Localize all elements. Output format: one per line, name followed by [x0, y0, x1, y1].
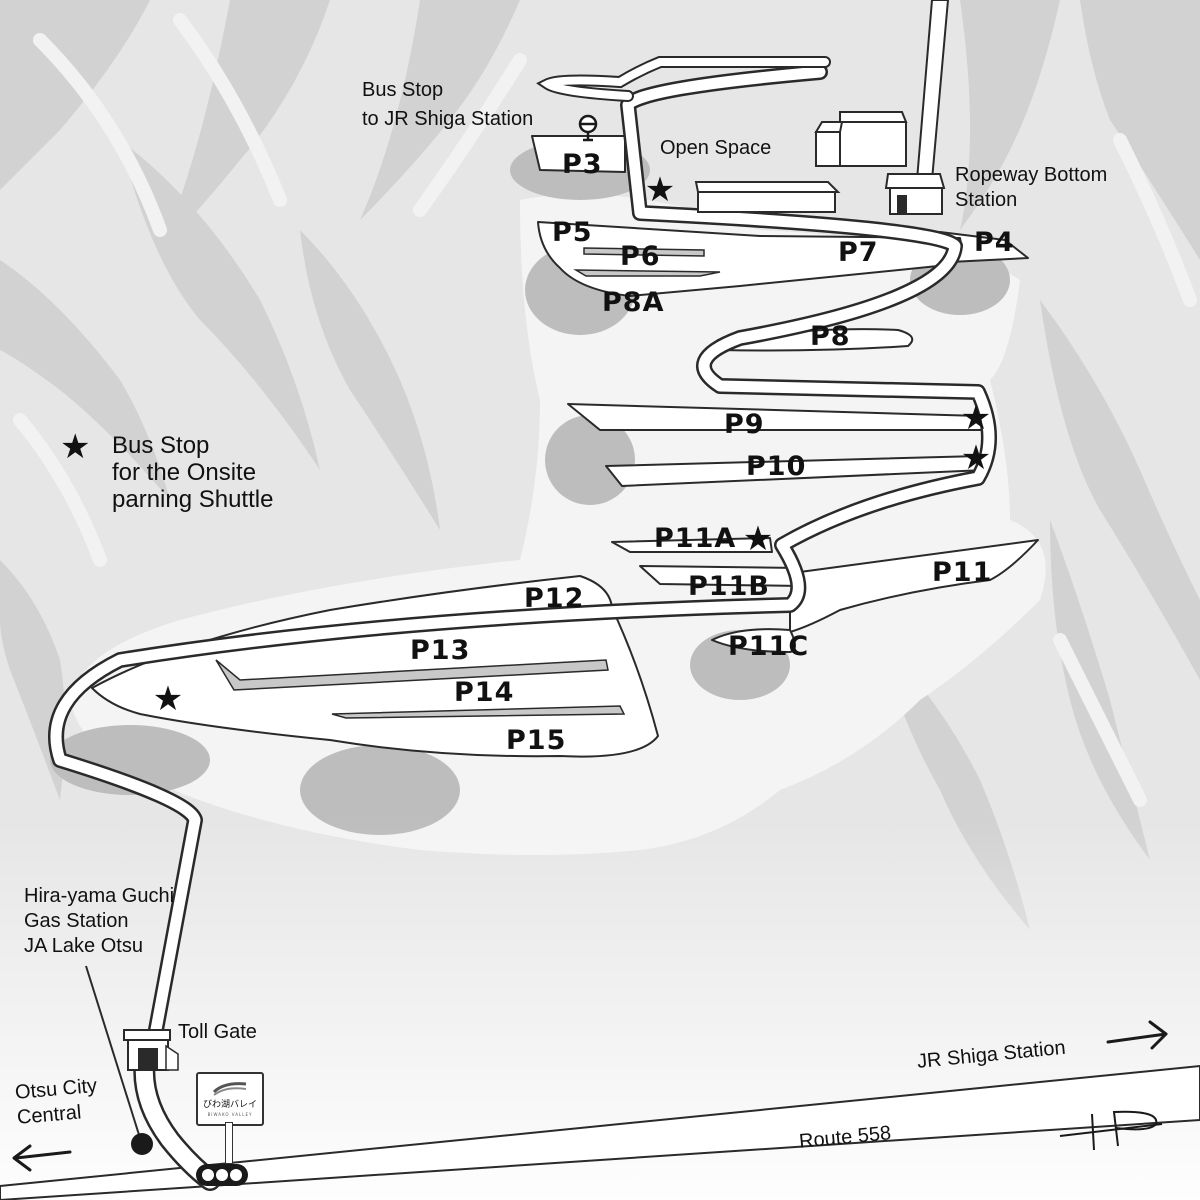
lot-label-p15: P15	[506, 725, 567, 756]
star-icon: ★	[961, 398, 991, 438]
mountain-streaks	[13, 13, 1197, 807]
star-icon: ★	[743, 519, 773, 559]
bus-stop-icon	[578, 114, 598, 142]
lot-label-p8a: P8A	[602, 287, 665, 318]
upper-loop-road-fill	[540, 58, 829, 100]
sign-subtext: BIWAKO VALLEY	[207, 1112, 253, 1117]
gas-station-pointer-line	[85, 965, 141, 1139]
ropeway-label-line2: Station	[955, 189, 1018, 211]
lot-label-p13: P13	[410, 635, 471, 666]
bus-stop-jr-label-line1: Bus Stop	[362, 79, 444, 101]
star-icon: ★	[60, 428, 91, 466]
lot-shadows	[50, 140, 1010, 835]
lot-label-p4: P4	[974, 227, 1015, 258]
lot-label-p12: P12	[524, 583, 585, 614]
dot-marker-icon	[131, 1133, 153, 1155]
lot-label-p5: P5	[552, 217, 593, 248]
lot-p11	[789, 539, 1039, 633]
road-to-route-fill	[135, 1051, 219, 1189]
lot-label-p11: P11	[932, 557, 993, 588]
biwako-valley-sign: びわ湖バレイ BIWAKO VALLEY	[196, 1072, 264, 1126]
lot-label-p11a: P11A	[654, 523, 737, 554]
buildings	[694, 111, 946, 215]
star-icon: ★	[153, 679, 183, 719]
north-arrow-icon	[1059, 1110, 1163, 1151]
route-558-road	[0, 1064, 1200, 1200]
lot-label-p7: P7	[838, 237, 879, 268]
lot-islands	[215, 247, 721, 719]
traffic-light-icon	[196, 1164, 248, 1186]
arrow-left-icon	[12, 1144, 72, 1172]
access-road-fill	[50, 66, 995, 1041]
legend-line2: for the Onsite	[112, 459, 257, 486]
ropeway-label-line1: Ropeway Bottom	[955, 164, 1108, 186]
long-shed-roof	[694, 181, 841, 193]
shuttle-stops: ★ ★ ★ ★ ★	[153, 170, 991, 719]
wave-logo-icon	[212, 1082, 247, 1096]
gas-station-label-line3: JA Lake Otsu	[24, 935, 143, 957]
star-icon: ★	[961, 438, 991, 478]
toll-gate-icon	[123, 1029, 179, 1071]
lot-label-p10: P10	[746, 451, 807, 482]
lodge-building	[814, 111, 908, 167]
gas-station-label-line2: Gas Station	[24, 910, 129, 932]
legend-line3: parning Shuttle	[112, 486, 274, 513]
lot-label-p6: P6	[620, 241, 661, 272]
star-icon: ★	[645, 170, 675, 210]
lot-label-p3: P3	[562, 149, 603, 180]
open-space-label: Open Space	[660, 137, 772, 159]
toll-gate-label: Toll Gate	[178, 1021, 257, 1043]
long-shed	[697, 189, 836, 213]
lot-label-p14: P14	[454, 677, 515, 708]
lot-p3	[531, 135, 626, 173]
ropeway-station-roof	[884, 173, 946, 189]
bus-stop-jr-label-line2: to JR Shiga Station	[362, 108, 534, 130]
lot-label-p11b: P11B	[688, 571, 770, 602]
lot-label-p8: P8	[810, 321, 851, 352]
lot-label-p9: P9	[724, 409, 765, 440]
lot-label-p11c: P11C	[728, 631, 810, 662]
legend-line1: Bus Stop	[112, 432, 210, 459]
sign-text: びわ湖バレイ	[202, 1100, 257, 1110]
lot-p11c	[711, 628, 796, 653]
lot-p11a	[611, 537, 773, 553]
arrow-right-icon	[1106, 1020, 1168, 1050]
gas-station-label-line1: Hira-yama Guchi	[24, 885, 175, 907]
sign-post	[225, 1122, 233, 1164]
